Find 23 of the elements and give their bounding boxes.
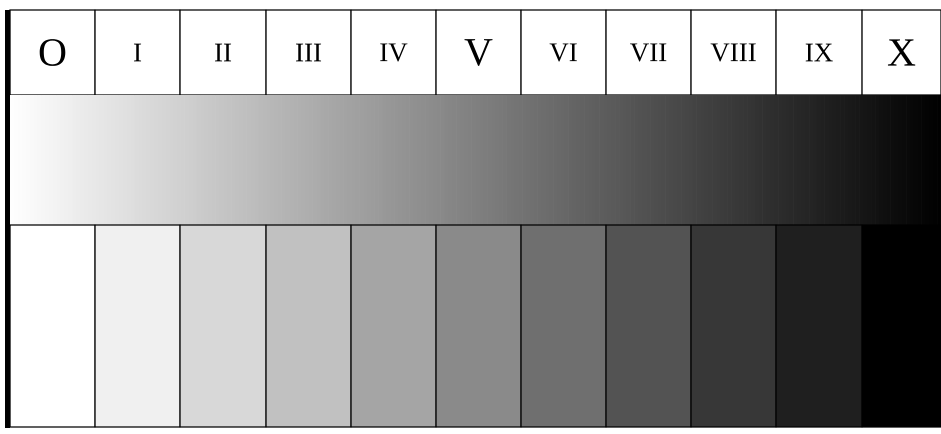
swatch-box (435, 224, 522, 428)
swatch-box (179, 224, 267, 428)
gradient-bar (10, 95, 941, 225)
label-cell: II (179, 9, 267, 96)
swatch-box (265, 224, 352, 428)
label-cell: VII (605, 9, 692, 96)
label-cell: I (94, 9, 181, 96)
swatch-box (9, 224, 96, 428)
label-cell: IX (775, 9, 863, 96)
label-cell: IV (350, 9, 437, 96)
label-cell: X (861, 9, 941, 96)
swatch-box (605, 224, 692, 428)
swatch-box (690, 224, 777, 428)
swatch-box (94, 224, 181, 428)
label-cell: O (9, 9, 96, 96)
label-cell: VIII (690, 9, 777, 96)
label-cell: VI (520, 9, 607, 96)
swatch-box (350, 224, 437, 428)
swatch-box (861, 224, 941, 428)
swatch-box (520, 224, 607, 428)
label-cell: III (265, 9, 352, 96)
label-cell: V (435, 9, 522, 96)
swatch-box (775, 224, 863, 428)
